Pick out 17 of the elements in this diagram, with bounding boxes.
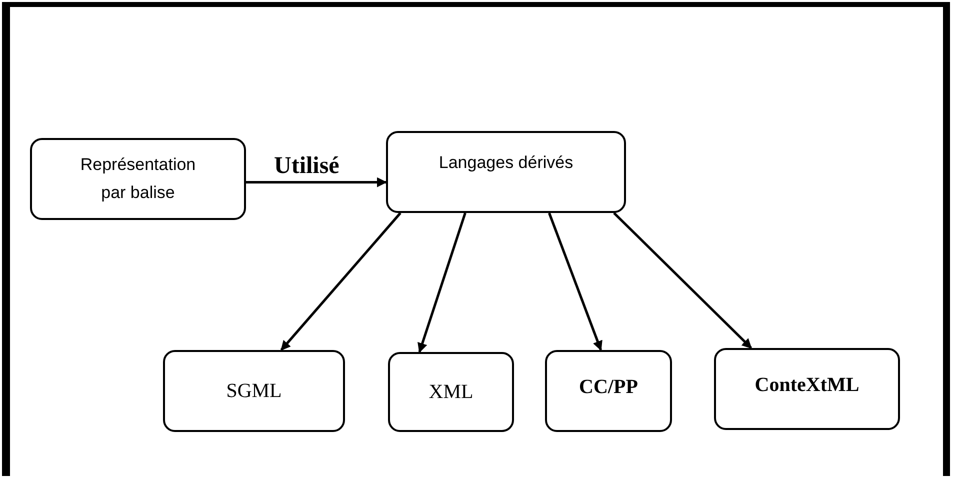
rounded-box <box>30 138 246 220</box>
rounded-box <box>386 131 626 213</box>
box-text: CC/PP <box>578 375 639 400</box>
arrow <box>613 212 752 349</box>
arrow <box>548 212 602 351</box>
rounded-box <box>714 348 900 430</box>
box-text: Représentation par balise <box>79 154 197 204</box>
arrow <box>246 177 387 188</box>
box-text: ConteXtML <box>754 373 860 398</box>
rounded-box <box>545 350 672 432</box>
rounded-box <box>388 352 514 432</box>
box-text: SGML <box>225 379 283 404</box>
arrow <box>280 212 402 351</box>
box-text: Langages dérivés <box>438 152 574 174</box>
rounded-box <box>163 350 345 432</box>
arrow <box>418 212 466 353</box>
box-text: XML <box>428 380 474 405</box>
